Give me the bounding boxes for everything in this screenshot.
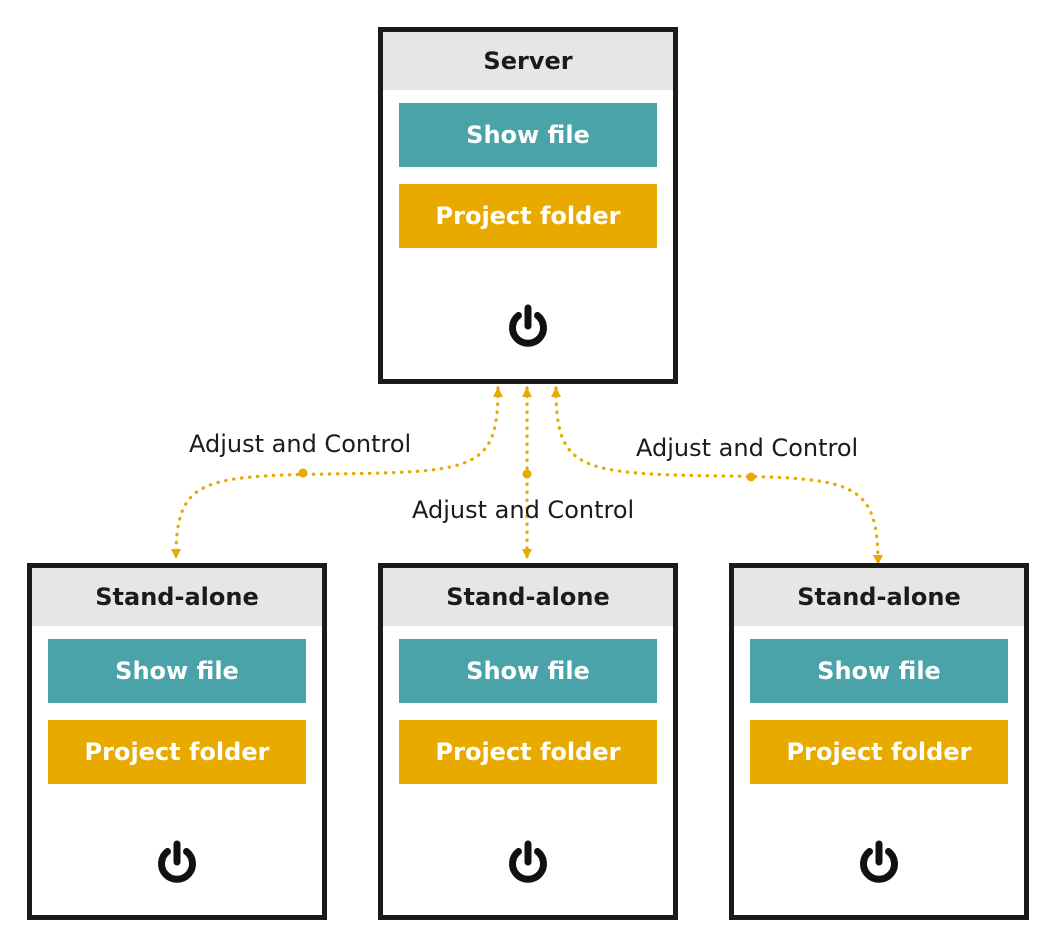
edge-server-client-right [550, 386, 884, 566]
server-title: Server [383, 32, 673, 90]
edge-label-right: Adjust and Control [636, 434, 859, 462]
standalone-node-left: Stand-alone Show file Project folder [27, 563, 327, 920]
edge-server-client-left [170, 386, 504, 560]
power-icon [860, 840, 898, 883]
standalone-node-center: Stand-alone Show file Project folder [378, 563, 678, 920]
power-icon [509, 304, 547, 347]
edge-midpoint-left [298, 468, 308, 478]
standalone-title: Stand-alone [734, 568, 1024, 626]
edge-midpoint-right [746, 472, 756, 482]
standalone-title: Stand-alone [383, 568, 673, 626]
edge-label-left: Adjust and Control [189, 430, 412, 458]
standalone-project-folder: Project folder [750, 720, 1008, 784]
server-project-folder: Project folder [399, 184, 657, 248]
power-icon [509, 840, 547, 883]
server-node: Server Show file Project folder [378, 27, 678, 384]
edge-label-center: Adjust and Control [412, 496, 635, 524]
standalone-show-file: Show file [48, 639, 306, 703]
standalone-show-file: Show file [750, 639, 1008, 703]
standalone-project-folder: Project folder [48, 720, 306, 784]
standalone-node-right: Stand-alone Show file Project folder [729, 563, 1029, 920]
standalone-show-file: Show file [399, 639, 657, 703]
server-show-file: Show file [399, 103, 657, 167]
standalone-title: Stand-alone [32, 568, 322, 626]
edge-midpoint-center [522, 469, 532, 479]
standalone-project-folder: Project folder [399, 720, 657, 784]
power-icon [158, 840, 196, 883]
